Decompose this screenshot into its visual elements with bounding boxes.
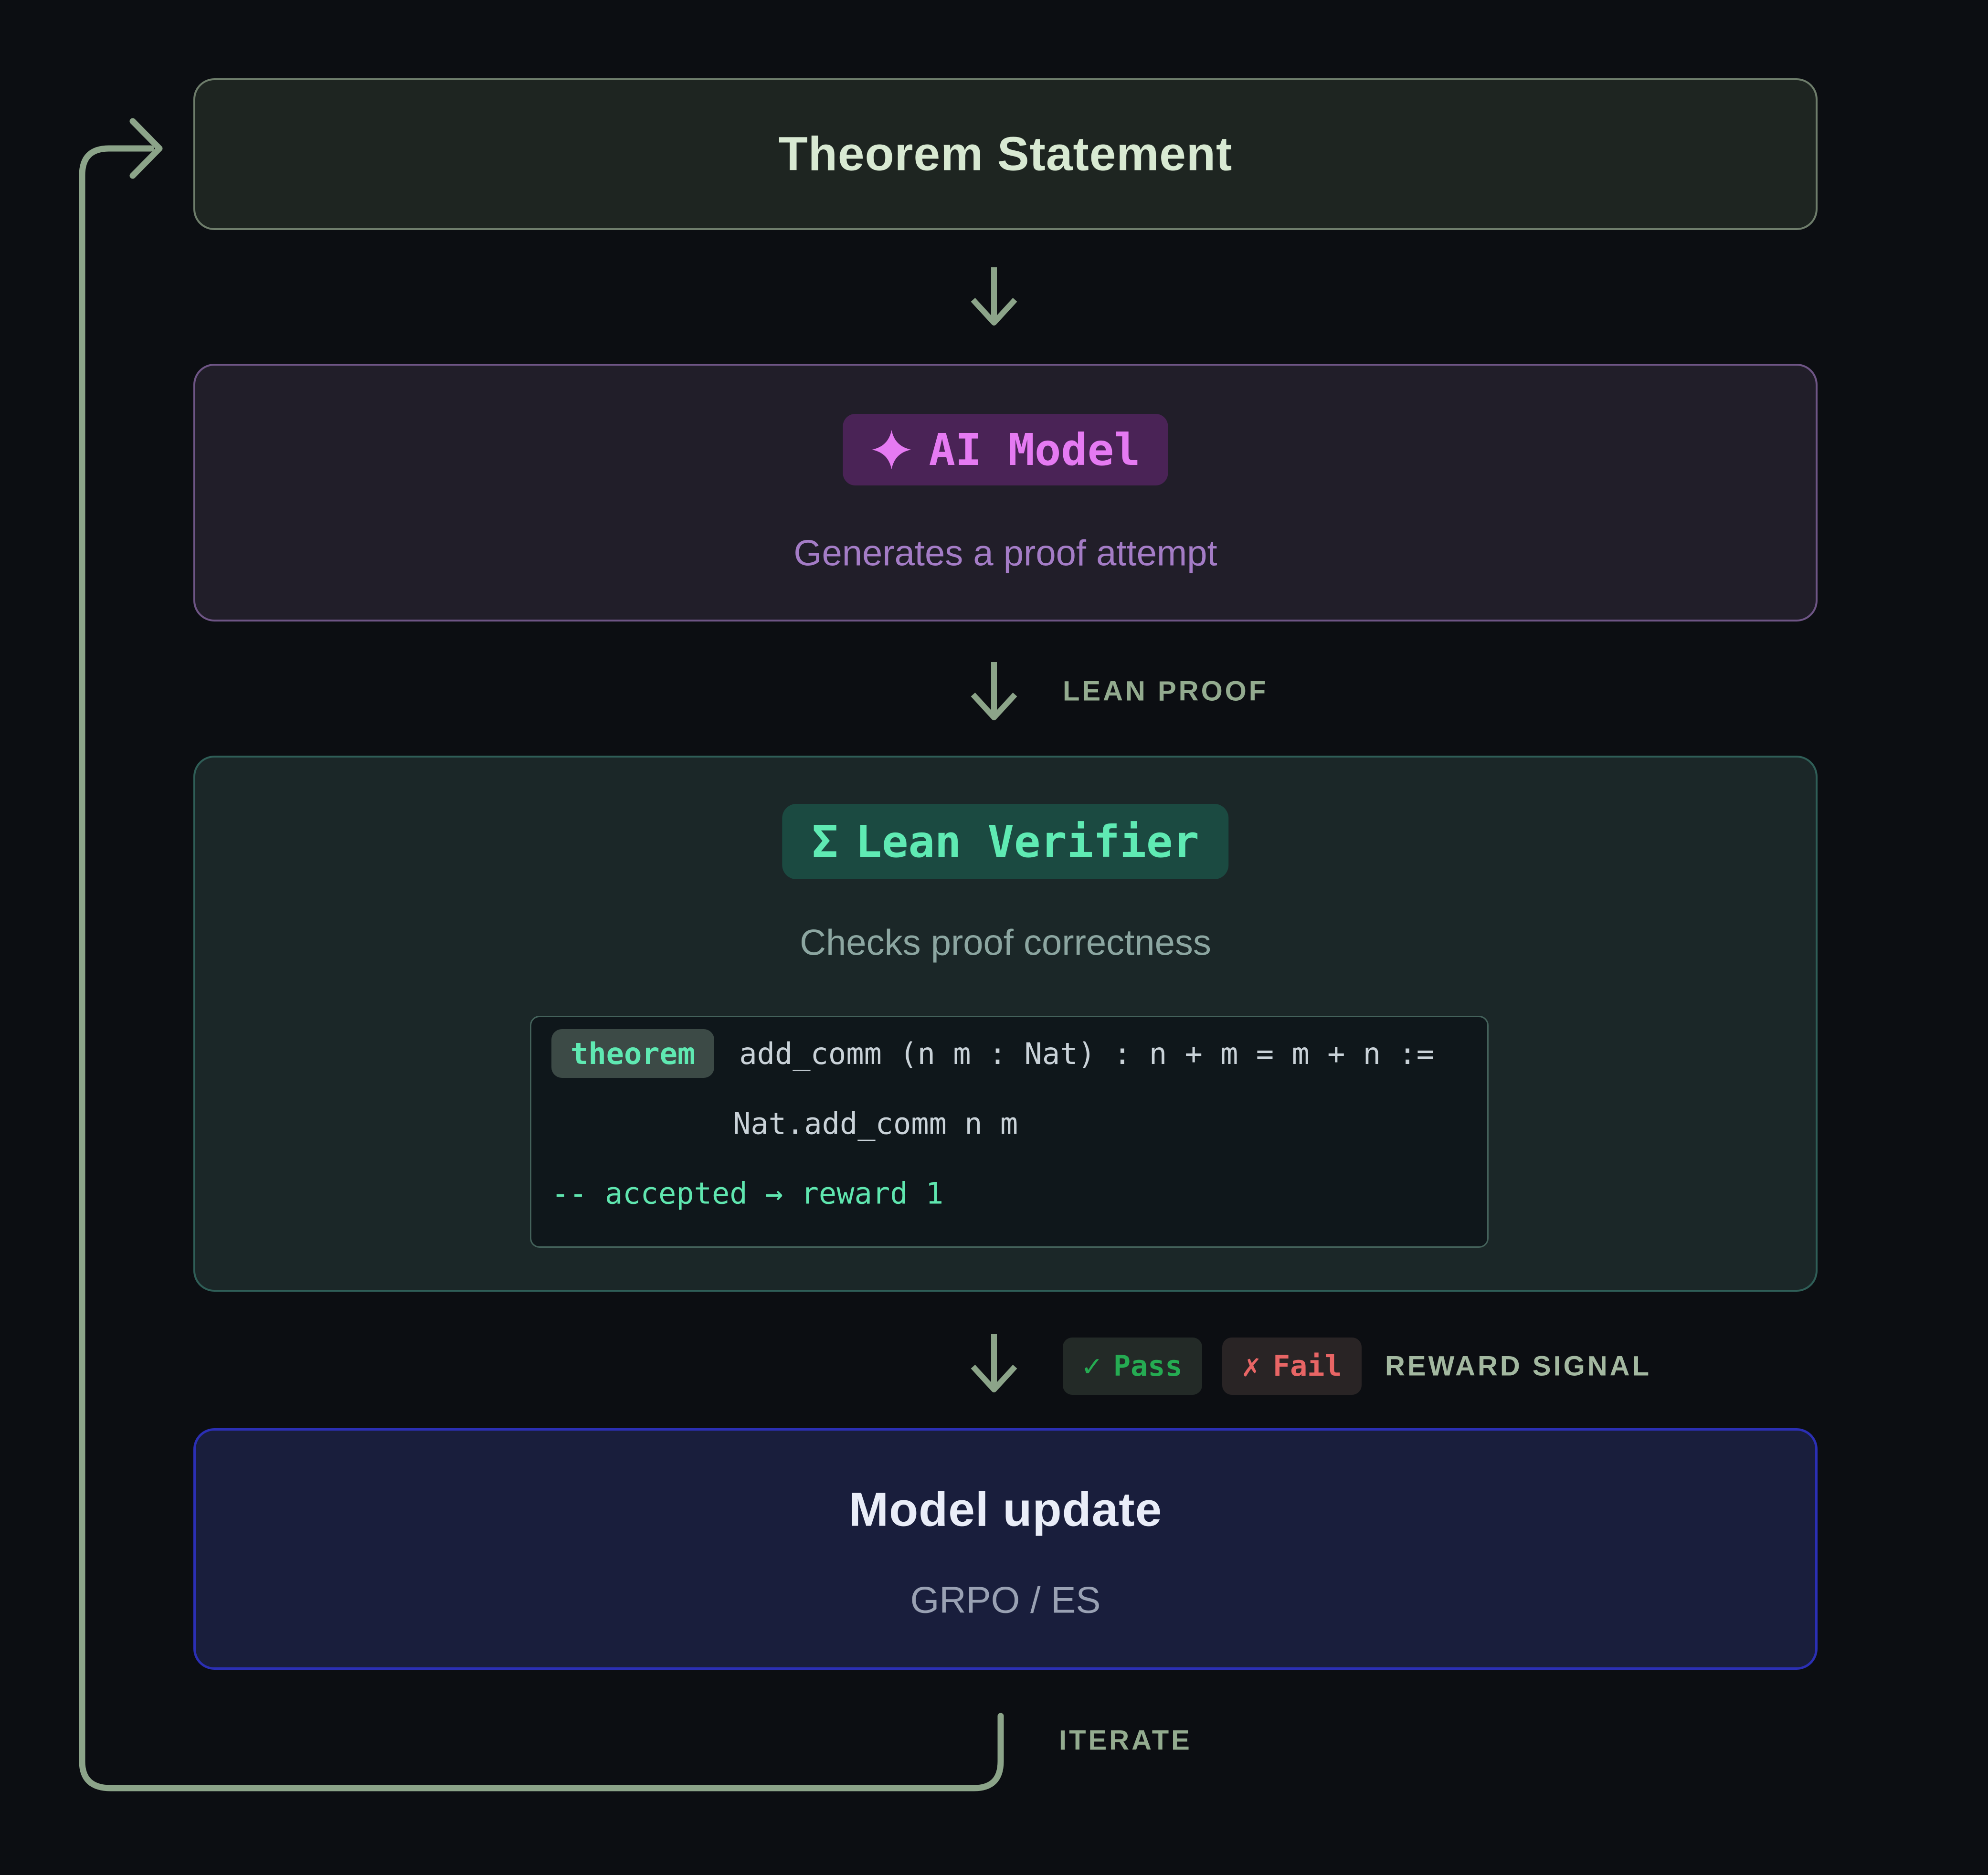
lean-verifier-subtitle: Checks proof correctness	[800, 922, 1211, 963]
pass-badge-label: Pass	[1113, 1349, 1183, 1383]
code-line-body: Nat.add_comm n m	[733, 1106, 1018, 1141]
pass-badge: ✓ Pass	[1063, 1338, 1202, 1395]
ai-model-badge: AI Model	[843, 414, 1168, 485]
lean-proof-label: LEAN PROOF	[1063, 675, 1269, 707]
lean-verifier-badge: Σ Lean Verifier	[782, 804, 1229, 879]
cross-icon: ✗	[1242, 1348, 1261, 1384]
lean-verifier-badge-label: Lean Verifier	[855, 816, 1199, 867]
theorem-statement-box: Theorem Statement	[193, 78, 1818, 230]
sparkle-icon	[872, 430, 911, 470]
lean-verifier-box: Σ Lean Verifier Checks proof correctness…	[193, 756, 1818, 1292]
model-update-title: Model update	[848, 1483, 1163, 1537]
code-keyword-chip: theorem	[551, 1029, 715, 1078]
theorem-statement-title: Theorem Statement	[778, 127, 1233, 181]
code-comment-text: -- accepted → reward 1	[551, 1176, 944, 1211]
down-arrow-icon	[971, 267, 1017, 326]
lean-code-block: theorem add_comm (n m : Nat) : n + m = m…	[530, 1016, 1489, 1248]
code-signature-text: add_comm (n m : Nat) : n + m = m + n :=	[739, 1036, 1435, 1071]
sigma-icon: Σ	[812, 816, 838, 867]
code-body-text: Nat.add_comm n m	[733, 1106, 1018, 1141]
code-line-comment: -- accepted → reward 1	[551, 1176, 943, 1211]
ai-model-box: AI Model Generates a proof attempt	[193, 364, 1818, 621]
down-arrow-icon	[971, 662, 1017, 720]
model-update-subtitle: GRPO / ES	[910, 1579, 1101, 1621]
fail-badge-label: Fail	[1273, 1349, 1342, 1383]
model-update-box: Model update GRPO / ES	[193, 1428, 1818, 1670]
ai-model-subtitle: Generates a proof attempt	[793, 533, 1217, 574]
fail-badge: ✗ Fail	[1222, 1338, 1362, 1395]
iterate-label: ITERATE	[1059, 1725, 1192, 1756]
ai-model-badge-label: AI Model	[929, 424, 1141, 475]
check-icon: ✓	[1082, 1348, 1101, 1384]
reward-signal-label: REWARD SIGNAL	[1385, 1350, 1651, 1382]
down-arrow-icon	[971, 1334, 1017, 1392]
code-line-signature: theorem add_comm (n m : Nat) : n + m = m…	[551, 1029, 1434, 1078]
